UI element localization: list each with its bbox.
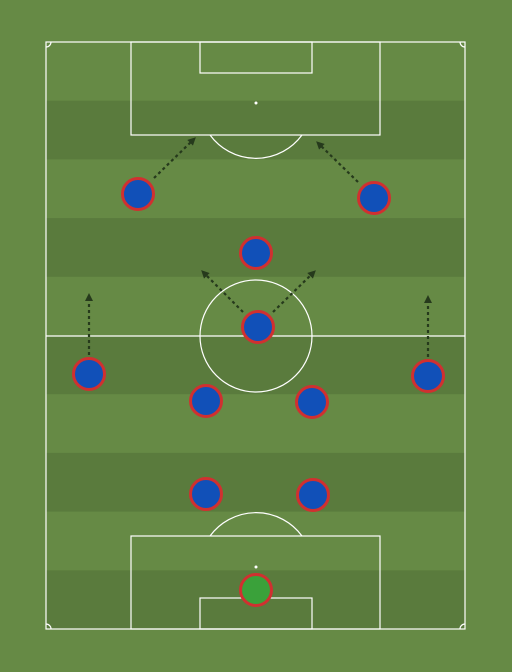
player-wide-left-marker-icon[interactable] <box>72 357 106 391</box>
pitch-markings <box>45 41 466 630</box>
corner-arc-top-left <box>45 41 52 48</box>
corner-arc-bottom-left <box>45 623 52 630</box>
grass-stripe <box>46 100 465 160</box>
bottom-penalty-spot <box>254 565 258 569</box>
corner-arc-top-right <box>459 41 466 48</box>
grass-stripe <box>46 394 465 454</box>
player-attacking-mid-marker-icon[interactable] <box>239 236 273 270</box>
grass-stripe <box>46 511 465 571</box>
top-penalty-spot <box>254 101 258 105</box>
player-forward-left-marker-icon[interactable] <box>121 177 155 211</box>
top-goal-box <box>199 41 313 74</box>
players <box>72 177 445 607</box>
top-penalty-arc <box>209 134 303 159</box>
grass-stripe <box>46 452 465 513</box>
grass-stripe <box>46 335 465 395</box>
player-centre-back-right-marker-icon[interactable] <box>296 478 330 512</box>
player-defensive-mid-right-marker-icon[interactable] <box>295 385 329 419</box>
centre-circle <box>199 279 313 393</box>
corner-arc-bottom-right <box>459 623 466 630</box>
grass-stripe <box>46 159 465 219</box>
player-central-mid-marker-icon[interactable] <box>241 310 275 344</box>
player-wide-right-marker-icon[interactable] <box>411 359 445 393</box>
player-defensive-mid-left-marker-icon[interactable] <box>189 384 223 418</box>
player-goalkeeper-marker-icon[interactable] <box>239 573 273 607</box>
grass-stripe <box>46 42 465 102</box>
movement-arrows <box>85 137 432 357</box>
bottom-penalty-arc <box>209 512 303 537</box>
player-centre-back-left-marker-icon[interactable] <box>189 477 223 511</box>
player-forward-right-marker-icon[interactable] <box>357 181 391 215</box>
